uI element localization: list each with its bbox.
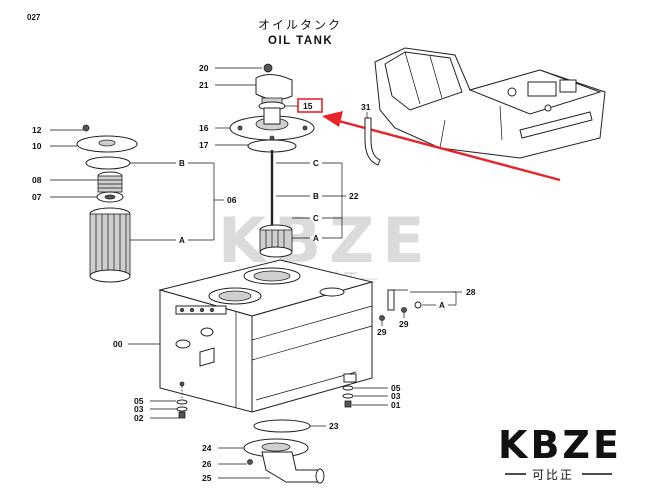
title-japanese: オイルタンク <box>258 18 342 32</box>
callout-03-right: 03 <box>391 391 401 401</box>
logo-subtitle: 可比正 <box>532 468 574 482</box>
callout-06: 06 <box>227 195 237 205</box>
callout-22: 22 <box>349 191 359 201</box>
highlight-arrow <box>322 111 561 182</box>
callout-00: 00 <box>113 339 123 349</box>
logo-text: KBZE <box>498 423 622 467</box>
callout-29-right: 29 <box>399 319 409 329</box>
callout-10: 10 <box>32 141 42 151</box>
callout-08: 08 <box>32 175 42 185</box>
callout-12: 12 <box>32 125 42 135</box>
label-c-mid: C <box>313 214 319 223</box>
label-c-top: C <box>313 159 319 168</box>
title-english: OIL TANK <box>268 35 333 47</box>
label-a-mid: A <box>313 234 319 243</box>
label-b-mid: B <box>313 192 319 201</box>
label-a-left: A <box>179 236 185 245</box>
callout-31: 31 <box>361 102 371 112</box>
callout-28: 28 <box>466 287 476 297</box>
oil-tank-body <box>158 259 374 413</box>
highlight-box <box>297 98 323 113</box>
callout-02: 02 <box>134 413 144 423</box>
tank-cover-flange <box>229 107 315 153</box>
filter-cover-assembly <box>76 124 138 283</box>
label-b-left: B <box>179 159 185 168</box>
watermark-text: KBZE <box>218 204 433 277</box>
label-a-right: A <box>439 301 445 310</box>
callout-29-left: 29 <box>377 327 387 337</box>
callout-26: 26 <box>202 459 212 469</box>
suction-strainer <box>259 224 293 258</box>
callout-03-left: 03 <box>134 404 144 414</box>
callout-24: 24 <box>202 443 212 453</box>
callout-05-left: 05 <box>134 396 144 406</box>
mount-bolt-right <box>342 385 354 408</box>
breather-cap <box>255 63 293 111</box>
callout-15: 15 <box>303 101 313 111</box>
callout-16: 16 <box>199 123 209 133</box>
callout-17: 17 <box>199 140 209 150</box>
callout-20: 20 <box>199 63 209 73</box>
callout-01: 01 <box>391 400 401 410</box>
callout-25: 25 <box>202 473 212 483</box>
lever-bracket <box>379 289 422 321</box>
bottom-outlet-assembly <box>243 419 325 484</box>
callout-05-right: 05 <box>391 383 401 393</box>
page-number: 027 <box>27 13 41 22</box>
callout-07: 07 <box>32 192 42 202</box>
kbze-logo: KBZE 可比正 <box>498 423 622 482</box>
excavator-illustration <box>374 47 606 159</box>
callout-23: 23 <box>329 421 339 431</box>
callout-21: 21 <box>199 80 209 90</box>
